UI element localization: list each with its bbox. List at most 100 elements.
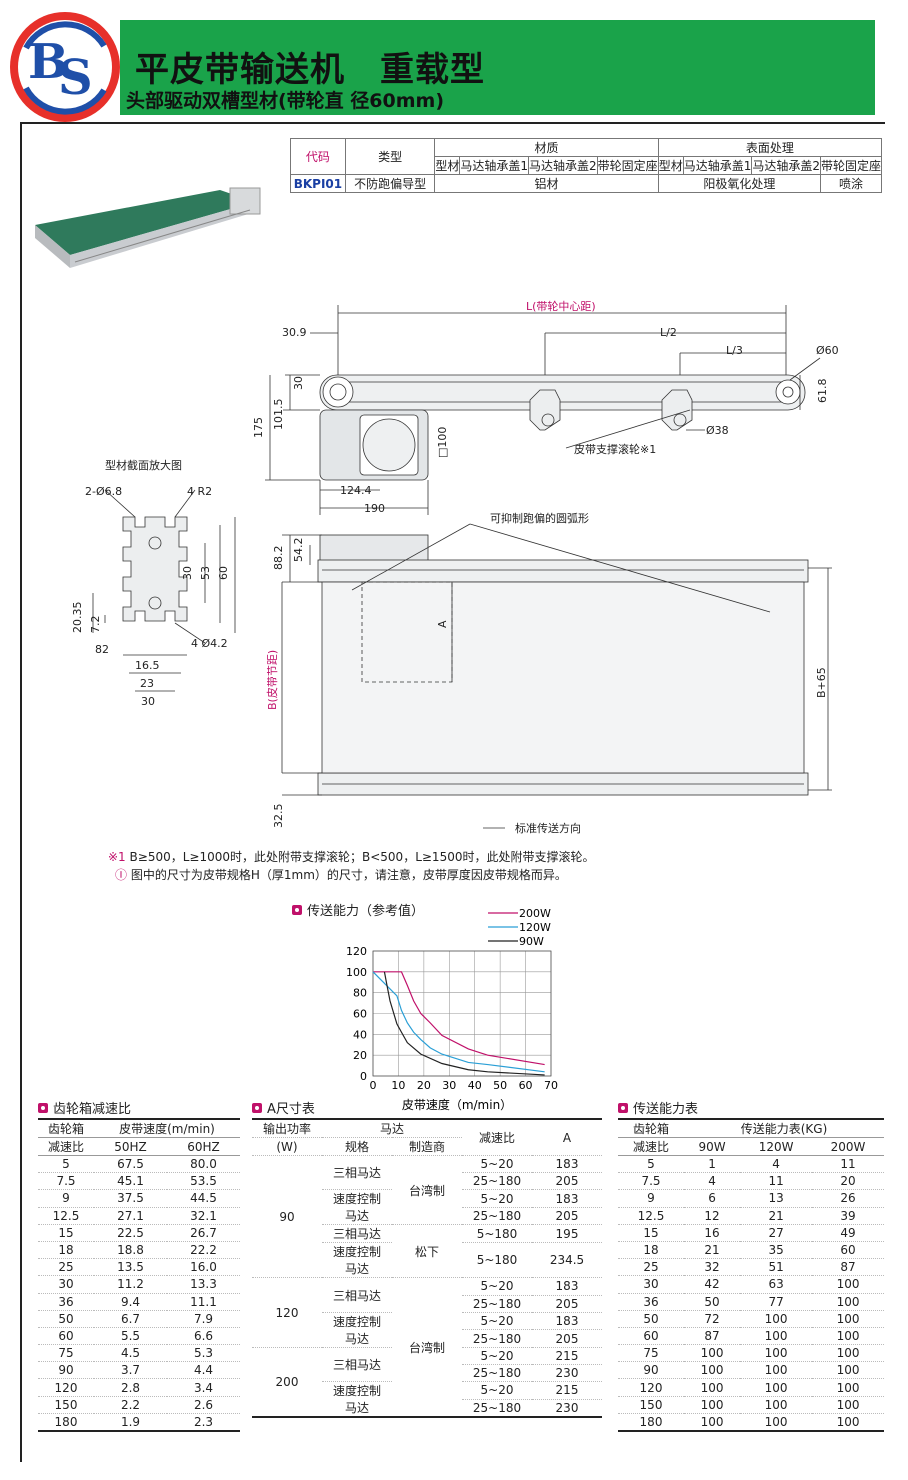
gear-cell: 9.4 <box>94 1293 167 1311</box>
x-tick-label: 10 <box>391 1079 405 1092</box>
gear-cell: 22.5 <box>94 1224 167 1242</box>
a-ratio: 5~180 <box>462 1242 532 1279</box>
divider <box>20 122 885 124</box>
y-tick-label: 120 <box>346 945 367 958</box>
gear-cell: 1.9 <box>94 1413 167 1432</box>
dim-175: 175 <box>252 417 265 438</box>
a-spec: 速度控制马达 <box>322 1381 392 1418</box>
gear-cell: 18.8 <box>94 1241 167 1260</box>
gear-cell: 30 <box>38 1275 94 1294</box>
cap-cell: 18 <box>618 1241 684 1260</box>
cap-cell: 21 <box>740 1207 813 1225</box>
spec-sub: 带轮固定座 <box>596 156 659 175</box>
gear-cell: 180 <box>38 1413 94 1432</box>
legend-label: 90W <box>519 935 544 948</box>
cap-cell: 36 <box>618 1293 684 1311</box>
a-power: 90 <box>252 1155 322 1279</box>
dim-101-5: 101.5 <box>272 399 285 431</box>
a-value: 195 <box>532 1224 602 1244</box>
cap-cell: 87 <box>812 1258 884 1277</box>
a-spec: 三相马达 <box>322 1224 392 1244</box>
note-2-text: 图中的尺寸为皮带规格H（厚1mm）的尺寸，请注意，皮带厚度因皮带规格而异。 <box>130 868 567 882</box>
a-ratio: 5~20 <box>462 1277 532 1296</box>
chart-section-title: 传送能力（参考值） <box>292 900 424 919</box>
dim-L2: L/2 <box>660 326 677 339</box>
cap-cell: 100 <box>812 1275 884 1294</box>
gear-cell: 7.5 <box>38 1172 94 1191</box>
cap-cell: 100 <box>740 1310 813 1328</box>
a-maker: 台湾制 <box>392 1155 462 1226</box>
gear-cell: 32.1 <box>166 1207 240 1225</box>
y-tick-label: 100 <box>346 966 367 979</box>
dim-B: B(皮带节距) <box>266 650 279 710</box>
x-tick-label: 30 <box>442 1079 456 1092</box>
svg-text:S: S <box>58 50 93 106</box>
cap-cell: 39 <box>812 1207 884 1225</box>
gear-cell: 2.3 <box>166 1413 240 1432</box>
a-ratio: 5~180 <box>462 1224 532 1244</box>
dim-d60: Ø60 <box>816 344 839 357</box>
a-value: 183 <box>532 1155 602 1174</box>
cap-cell: 100 <box>812 1413 884 1432</box>
cap-cell: 100 <box>812 1396 884 1414</box>
dim-L-label: L(带轮中心距) <box>526 299 596 313</box>
a-power: 200 <box>252 1347 322 1418</box>
page-title: 平皮带输送机 重载型 <box>135 50 485 90</box>
cap-cell: 32 <box>684 1258 741 1277</box>
cap-cell: 35 <box>740 1241 813 1260</box>
x-tick-label: 60 <box>519 1079 533 1092</box>
cap-cell: 5 <box>618 1155 684 1174</box>
cap-cell: 4 <box>684 1172 741 1191</box>
x-tick-label: 50 <box>493 1079 507 1092</box>
a-value: 205 <box>532 1329 602 1348</box>
gear-cell: 67.5 <box>94 1155 167 1174</box>
cap-cell: 100 <box>812 1310 884 1328</box>
a-spec: 三相马达 <box>322 1347 392 1383</box>
gear-cell: 53.5 <box>166 1172 240 1191</box>
a-value: 183 <box>532 1277 602 1296</box>
y-tick-label: 60 <box>353 1008 367 1021</box>
a-power: 120 <box>252 1277 322 1348</box>
series-line-120W <box>372 971 545 1073</box>
cap-cell: 100 <box>740 1413 813 1432</box>
cap-header: 减速比 <box>618 1137 684 1156</box>
spec-sub: 型材 <box>434 156 461 175</box>
gear-cell: 75 <box>38 1344 94 1363</box>
section-marker-icon <box>618 1102 628 1113</box>
spec-sub: 马达轴承盖2 <box>528 156 598 175</box>
cap-cell: 21 <box>684 1241 741 1260</box>
gear-cell: 37.5 <box>94 1189 167 1208</box>
cap-cell: 1 <box>684 1155 741 1174</box>
cap-cell: 26 <box>812 1189 884 1208</box>
spec-sub: 马达轴承盖1 <box>682 156 753 175</box>
a-header: (W) <box>252 1137 322 1156</box>
cap-cell: 100 <box>812 1361 884 1380</box>
gear-header: 50HZ <box>94 1137 167 1156</box>
cap-cell: 51 <box>740 1258 813 1277</box>
gear-cell: 6.6 <box>166 1327 240 1346</box>
cap-cell: 100 <box>812 1293 884 1311</box>
dim-32-5: 32.5 <box>272 804 285 829</box>
gear-header: 减速比 <box>38 1137 94 1156</box>
gear-header: 皮带速度(m/min) <box>94 1119 240 1138</box>
gear-cell: 45.1 <box>94 1172 167 1191</box>
cap-cell: 75 <box>618 1344 684 1363</box>
a-value: 234.5 <box>532 1242 602 1279</box>
gear-cell: 90 <box>38 1361 94 1380</box>
cap-cell: 100 <box>740 1396 813 1414</box>
header-banner <box>120 20 875 115</box>
cap-cell: 4 <box>740 1155 813 1174</box>
a-ratio: 25~180 <box>462 1207 532 1226</box>
note-1: ※1 B≥500，L≥1000时，此处附带支撑滚轮；B<500，L≥1500时，… <box>108 848 594 865</box>
